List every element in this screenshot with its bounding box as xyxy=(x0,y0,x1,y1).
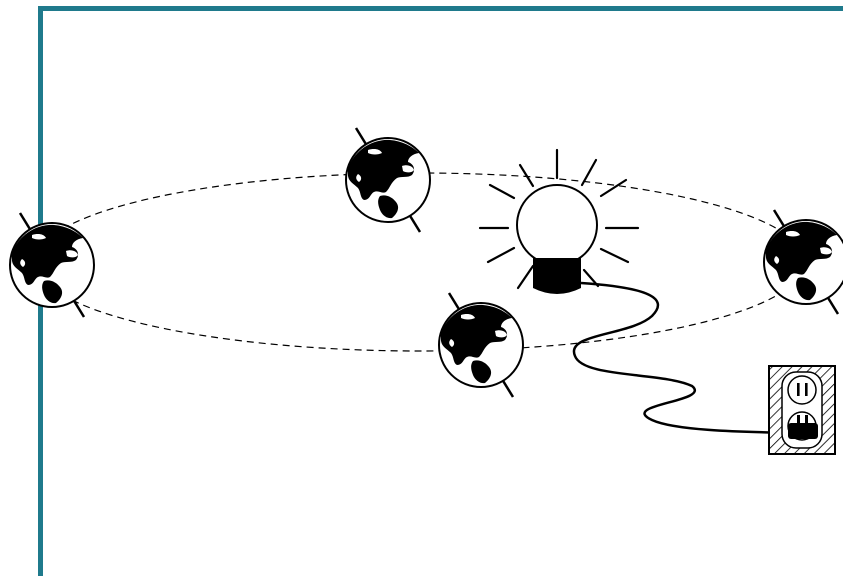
earth-globe-icon xyxy=(10,213,94,317)
earth-globe-icon xyxy=(439,293,523,397)
earth-globe-icon xyxy=(346,128,430,232)
wall-outlet-icon xyxy=(769,366,835,454)
frame-top-edge xyxy=(38,6,843,11)
light-bulb-icon xyxy=(480,150,638,294)
power-cord xyxy=(574,283,794,433)
earth-globe-icon xyxy=(764,210,843,314)
